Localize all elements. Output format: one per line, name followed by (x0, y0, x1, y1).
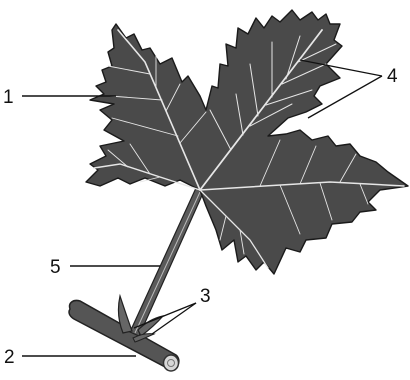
label-2: 2 (4, 347, 15, 368)
label-3: 3 (200, 286, 211, 307)
callout-branch: 2 (4, 347, 136, 368)
branch-cut-end (164, 355, 179, 371)
label-4: 4 (387, 66, 398, 87)
label-5: 5 (50, 257, 61, 278)
label-1: 1 (3, 87, 14, 108)
callout-petiole: 5 (50, 257, 160, 278)
petiole (130, 188, 204, 336)
